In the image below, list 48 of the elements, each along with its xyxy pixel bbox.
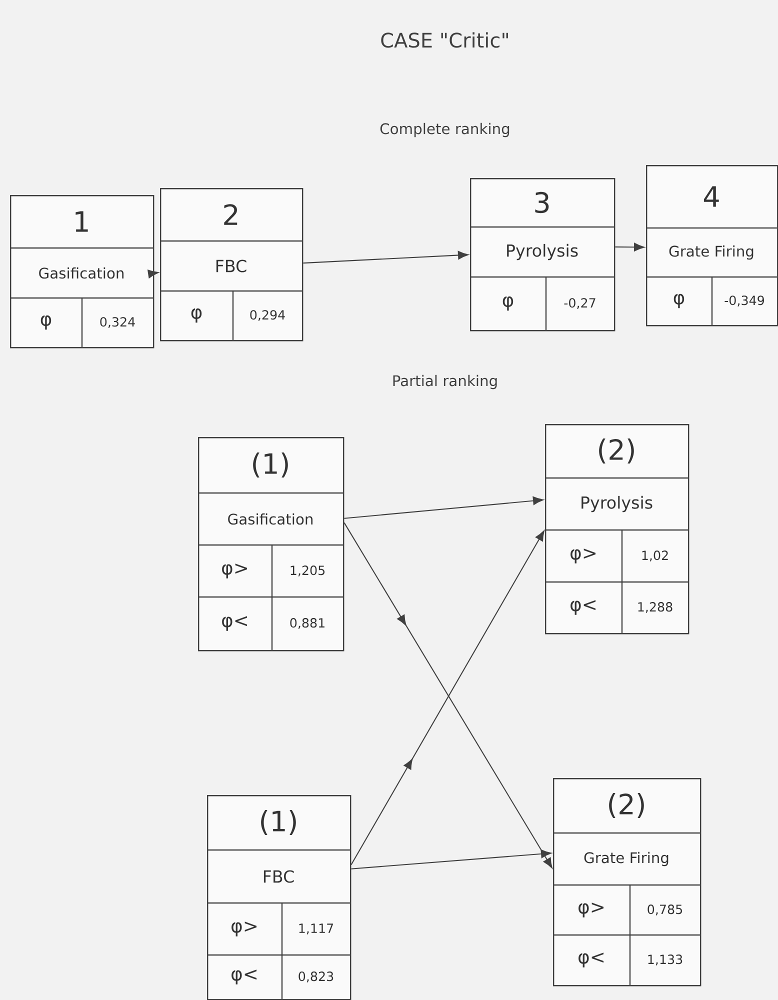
section-heading: Partial ranking (393, 374, 497, 390)
arrow (351, 850, 552, 870)
flow-value: 0,294 (250, 310, 285, 321)
flow-symbol: φ< (232, 970, 257, 984)
arrow (303, 250, 468, 264)
alternative-name: Grate Firing (669, 245, 754, 260)
alternative-name: Grate Firing (584, 852, 668, 866)
rank-label: 3 (535, 192, 549, 214)
flow-symbol: φ (502, 296, 514, 311)
section-heading: Complete ranking (380, 122, 510, 138)
alternative-name: Gasification (228, 513, 312, 525)
alternative-name: Gasification (39, 267, 124, 279)
flow-value: 1,288 (638, 602, 672, 613)
flow-symbol: φ> (232, 922, 257, 936)
alternative-name: FBC (264, 870, 294, 883)
flow-symbol: φ> (578, 902, 604, 918)
flow-value: 0,823 (298, 972, 334, 982)
flow-symbol: φ< (222, 616, 248, 631)
rank-label: (1) (261, 810, 296, 835)
rank-label: (1) (253, 452, 288, 478)
flow-symbol: φ< (570, 600, 596, 615)
rank-label: 2 (224, 204, 238, 225)
flow-value: 0,324 (100, 317, 135, 328)
flow-symbol: φ> (222, 564, 248, 578)
alternative-name: Pyrolysis (507, 244, 578, 260)
alternative-name: Pyrolysis (582, 496, 652, 512)
rank-label: (2) (599, 438, 634, 464)
flow-symbol: φ (674, 294, 684, 308)
arrow (615, 242, 644, 252)
alternative-name: FBC (216, 260, 246, 272)
rank-label: 1 (76, 211, 88, 232)
flow-value: 1,02 (642, 550, 668, 562)
flow-symbol: φ> (570, 548, 596, 564)
flow-value: 0,881 (290, 618, 324, 629)
flow-value: 1,117 (299, 924, 334, 934)
rank-label: (2) (609, 793, 644, 818)
flow-symbol: φ (191, 308, 202, 323)
flow-value: 0,785 (648, 904, 682, 916)
arrow (148, 270, 158, 278)
flow-symbol: φ (40, 315, 52, 330)
flow-symbol: φ< (578, 952, 604, 968)
flow-value: -0,349 (724, 296, 764, 306)
flow-value: -0,27 (564, 298, 596, 309)
flow-value: 1,205 (290, 566, 325, 576)
arrow (344, 496, 544, 519)
flow-value: 1,133 (648, 954, 682, 966)
rank-label: 4 (704, 186, 719, 207)
title: CASE "Critic" (381, 32, 508, 48)
